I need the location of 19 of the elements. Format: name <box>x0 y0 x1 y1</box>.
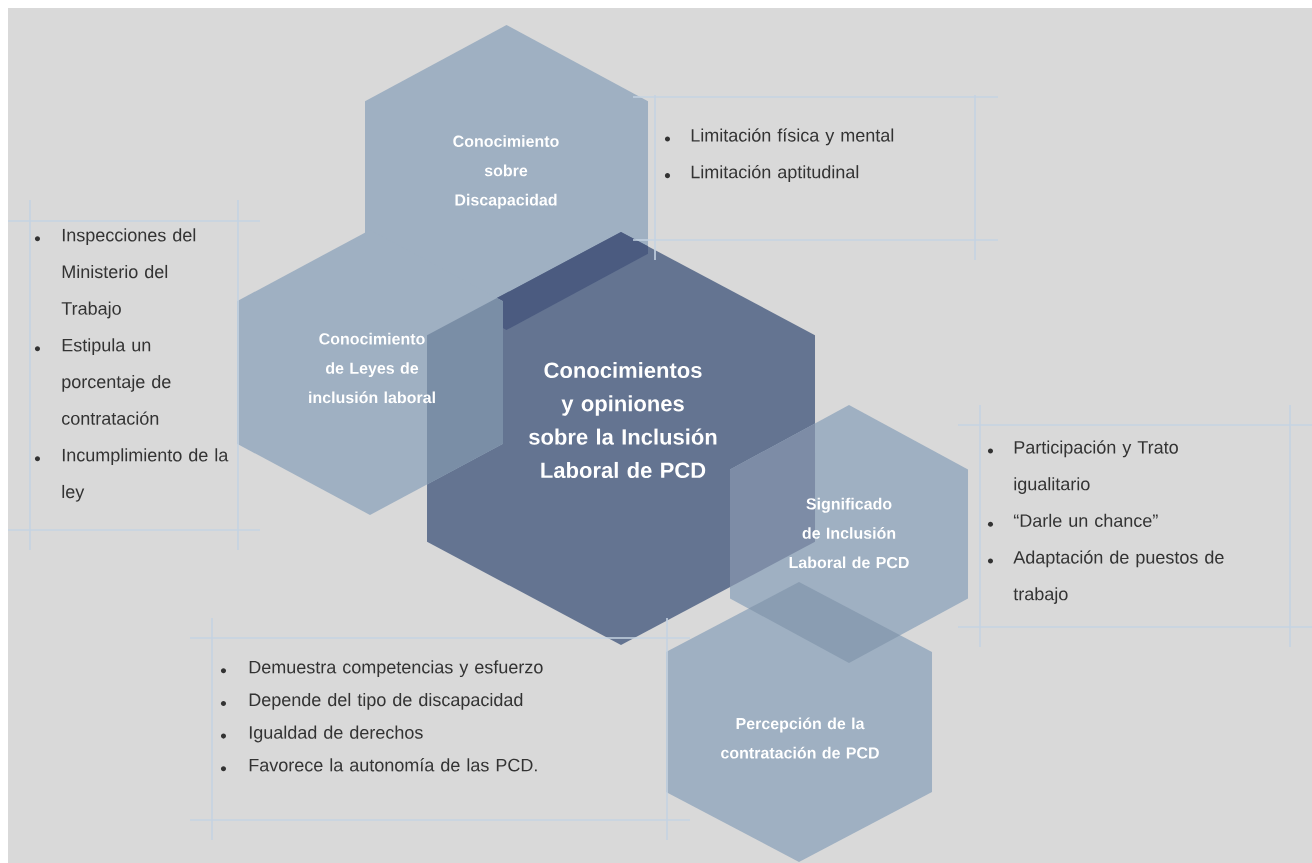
node-label: Estipula un porcentaje de contratación <box>62 338 171 425</box>
node-label: Limitación aptitudinal <box>691 164 859 182</box>
node-label: Depende del tipo de discapacidad <box>249 692 523 710</box>
node-label: Demuestra competencias y esfuerzo <box>249 660 543 678</box>
node-label: Favorece la autonomía de las PCD. <box>249 758 537 772</box>
bullet-list: Participación y Trato igualitario “Darle un chance” Adaptación de puestos de trabajo <box>957 404 1312 648</box>
node-label: Percepción de la contratación de PCD <box>721 717 879 759</box>
bullet-list: Limitación física y mental Limitación aptitudinal <box>632 94 999 261</box>
node-label: Adaptación de puestos de trabajo <box>1013 550 1224 604</box>
node-label: Inspecciones del Ministerio del Trabajo <box>61 228 196 319</box>
bullet-list: Demuestra competencias y esfuerzo Depende del tipo de discapacidad Igualdad de derechos Favorece la autonomía de las PCD. <box>189 617 691 841</box>
node-label: Igualdad de derechos <box>249 725 423 743</box>
node-label: “Darle un chance” <box>1013 513 1158 528</box>
node-label: Participación y Trato igualitario <box>1014 440 1178 494</box>
node-label: Limitación física y mental <box>691 128 894 146</box>
hexagon: Percepción de la contratación de PCD <box>666 582 932 862</box>
hexagon: Conocimiento de Leyes de inclusión laboral <box>237 230 503 515</box>
node-label: Incumplimiento de la ley <box>62 448 229 502</box>
bullet-list: Inspecciones del Ministerio del Trabajo Estipula un porcentaje de contratación Incumplimiento de la ley <box>7 199 261 551</box>
